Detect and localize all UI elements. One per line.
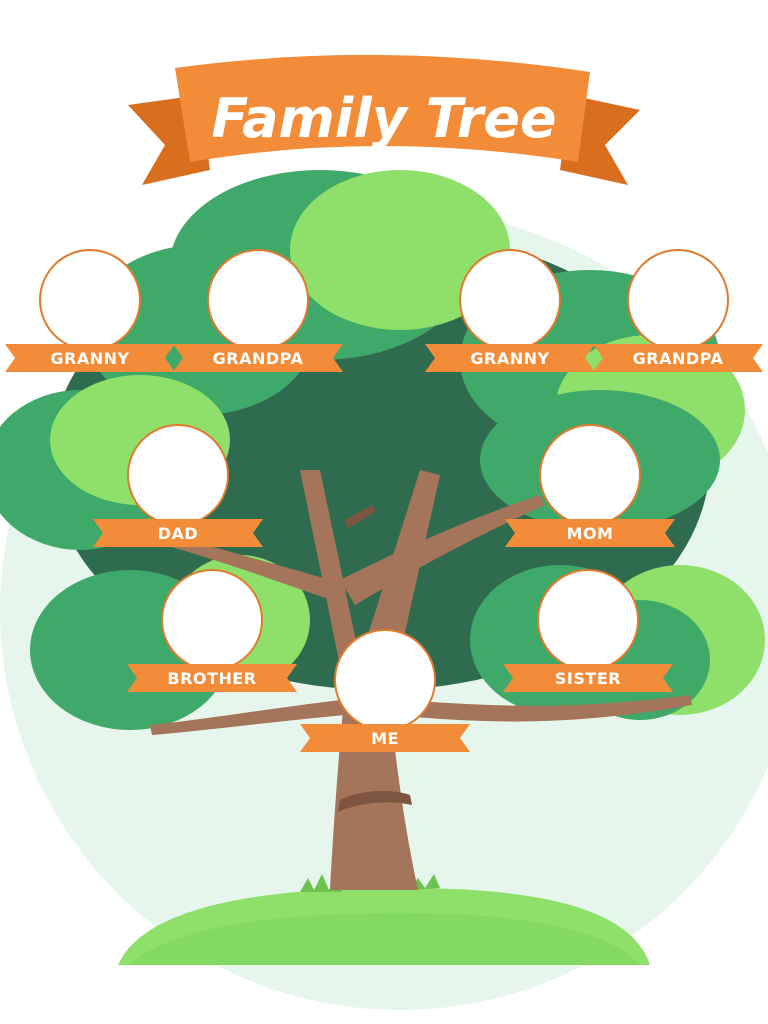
- member-label: DAD: [158, 524, 198, 543]
- member-node-sister: SISTER: [503, 569, 673, 692]
- title-banner: Family Tree: [128, 54, 640, 185]
- member-label: GRANNY: [50, 349, 129, 368]
- member-node-dad: DAD: [93, 424, 263, 547]
- photo-frame: [161, 569, 263, 671]
- name-ribbon: [5, 344, 175, 372]
- name-ribbon: [593, 344, 763, 372]
- member-node-grandpa: GRANDPA: [593, 249, 763, 372]
- member-node-brother: BROTHER: [127, 569, 297, 692]
- photo-frame: [459, 249, 561, 351]
- photo-frame: [537, 569, 639, 671]
- family-members: GRANNY GRANDPA GRANNY GRANDPA DAD MOM BROTHER S…: [5, 249, 763, 752]
- name-ribbon: [425, 344, 595, 372]
- name-ribbon: [300, 724, 470, 752]
- photo-frame: [334, 629, 436, 731]
- page-title: Family Tree: [211, 87, 556, 150]
- member-node-mom: MOM: [505, 424, 675, 547]
- member-node-granny: GRANNY: [5, 249, 175, 372]
- member-label: GRANDPA: [213, 349, 304, 368]
- photo-frame: [627, 249, 729, 351]
- name-ribbon: [93, 519, 263, 547]
- photo-frame: [39, 249, 141, 351]
- photo-frame: [207, 249, 309, 351]
- member-label: SISTER: [555, 669, 621, 688]
- member-label: BROTHER: [167, 669, 256, 688]
- name-ribbon: [127, 664, 297, 692]
- photo-frame: [539, 424, 641, 526]
- member-label: GRANDPA: [633, 349, 724, 368]
- name-ribbon: [505, 519, 675, 547]
- member-node-granny: GRANNY: [425, 249, 595, 372]
- name-ribbon: [173, 344, 343, 372]
- grass-mound: [118, 874, 650, 965]
- member-label: MOM: [567, 524, 614, 543]
- member-node-grandpa: GRANDPA: [173, 249, 343, 372]
- member-node-me: ME: [300, 629, 470, 752]
- name-ribbon: [503, 664, 673, 692]
- member-label: GRANNY: [470, 349, 549, 368]
- photo-frame: [127, 424, 229, 526]
- member-label: ME: [371, 729, 399, 748]
